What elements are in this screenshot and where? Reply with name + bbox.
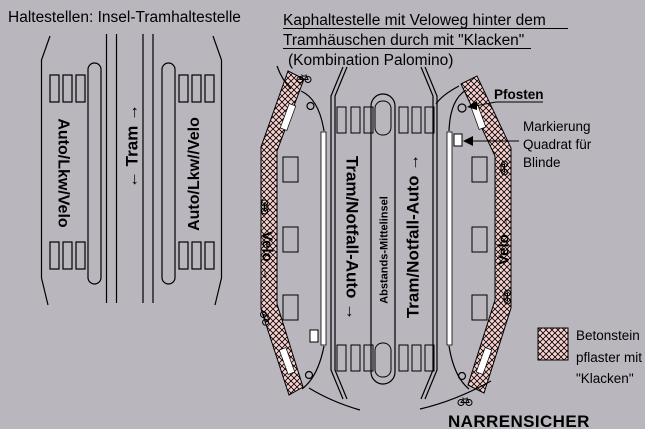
tram-rails bbox=[105, 34, 154, 303]
right-diagram-subtitle: (Kombination Palomino) bbox=[288, 52, 453, 69]
velo-path-band-right bbox=[460, 75, 512, 394]
lane-stripes bbox=[49, 74, 215, 270]
road-edge-left bbox=[40, 35, 51, 306]
velo-lane-label-right: Velo → bbox=[495, 215, 512, 265]
post-icon bbox=[304, 101, 467, 381]
platform-benches bbox=[282, 156, 488, 321]
platform-edge-strip-right bbox=[446, 131, 453, 346]
markierung-label-line1: Markierung bbox=[523, 119, 591, 134]
velo-lane-label-left: Velo → bbox=[258, 231, 275, 281]
legend-swatch-betonstein bbox=[537, 327, 569, 361]
pfosten-arrowhead-icon bbox=[467, 101, 477, 110]
insel-haltestelle-diagram: Haltestellen: Insel-Tramhaltestelle Auto… bbox=[8, 9, 241, 306]
kap-haltestelle-diagram: Kaphaltestelle mit Veloweg hinter dem Tr… bbox=[258, 12, 642, 431]
blind-square-icon bbox=[453, 133, 463, 147]
legend-line3: "Klacken" bbox=[576, 371, 634, 386]
island-platform-left bbox=[87, 62, 102, 285]
velo-path-band-left bbox=[260, 70, 305, 396]
band-white-markings bbox=[278, 102, 493, 375]
markierung-arrowhead-icon bbox=[463, 136, 473, 146]
platform-edge-strip-left bbox=[320, 131, 327, 346]
bottom-caption: NARRENSICHER bbox=[448, 412, 590, 431]
tram-shelter-south bbox=[374, 342, 392, 378]
lane-label-tram-southbound: Tram/Notfall-Auto → bbox=[343, 156, 362, 320]
lane-label-tram-northbound: Tram/Notfall-Auto → bbox=[403, 154, 422, 318]
markierung-label-line3: Blinde bbox=[523, 155, 561, 170]
pfosten-leader-line bbox=[474, 101, 543, 107]
right-diagram-title-line1: Kaphaltestelle mit Veloweg hinter dem bbox=[283, 12, 546, 29]
roadway-lines bbox=[276, 65, 492, 411]
center-island-label: Abstands-Mittelinsel bbox=[378, 196, 390, 304]
pfosten-label: Pfosten bbox=[494, 87, 544, 102]
road-edge-right bbox=[212, 35, 223, 306]
right-diagram-title-line2: Tramhäuschen durch mit "Klacken" bbox=[283, 32, 524, 49]
left-diagram-title: Haltestellen: Insel-Tramhaltestelle bbox=[8, 9, 241, 26]
island-platform-right bbox=[161, 62, 176, 285]
lane-label-tram: ← Tram → bbox=[122, 104, 141, 188]
lane-label-auto-right: Auto/Lkw//Velo bbox=[186, 117, 203, 231]
center-island bbox=[370, 93, 396, 385]
tram-shelter-north bbox=[374, 100, 392, 136]
blind-square-icon bbox=[309, 329, 319, 343]
legend-line1: Betonstein bbox=[576, 328, 640, 343]
markierung-label-line2: Quadrat für bbox=[523, 137, 592, 152]
legend-line2: pflaster mit bbox=[576, 350, 642, 365]
lane-stripes-right-diagram bbox=[336, 106, 435, 372]
lane-label-auto-left: Auto/Lkw/Velo bbox=[54, 118, 71, 228]
